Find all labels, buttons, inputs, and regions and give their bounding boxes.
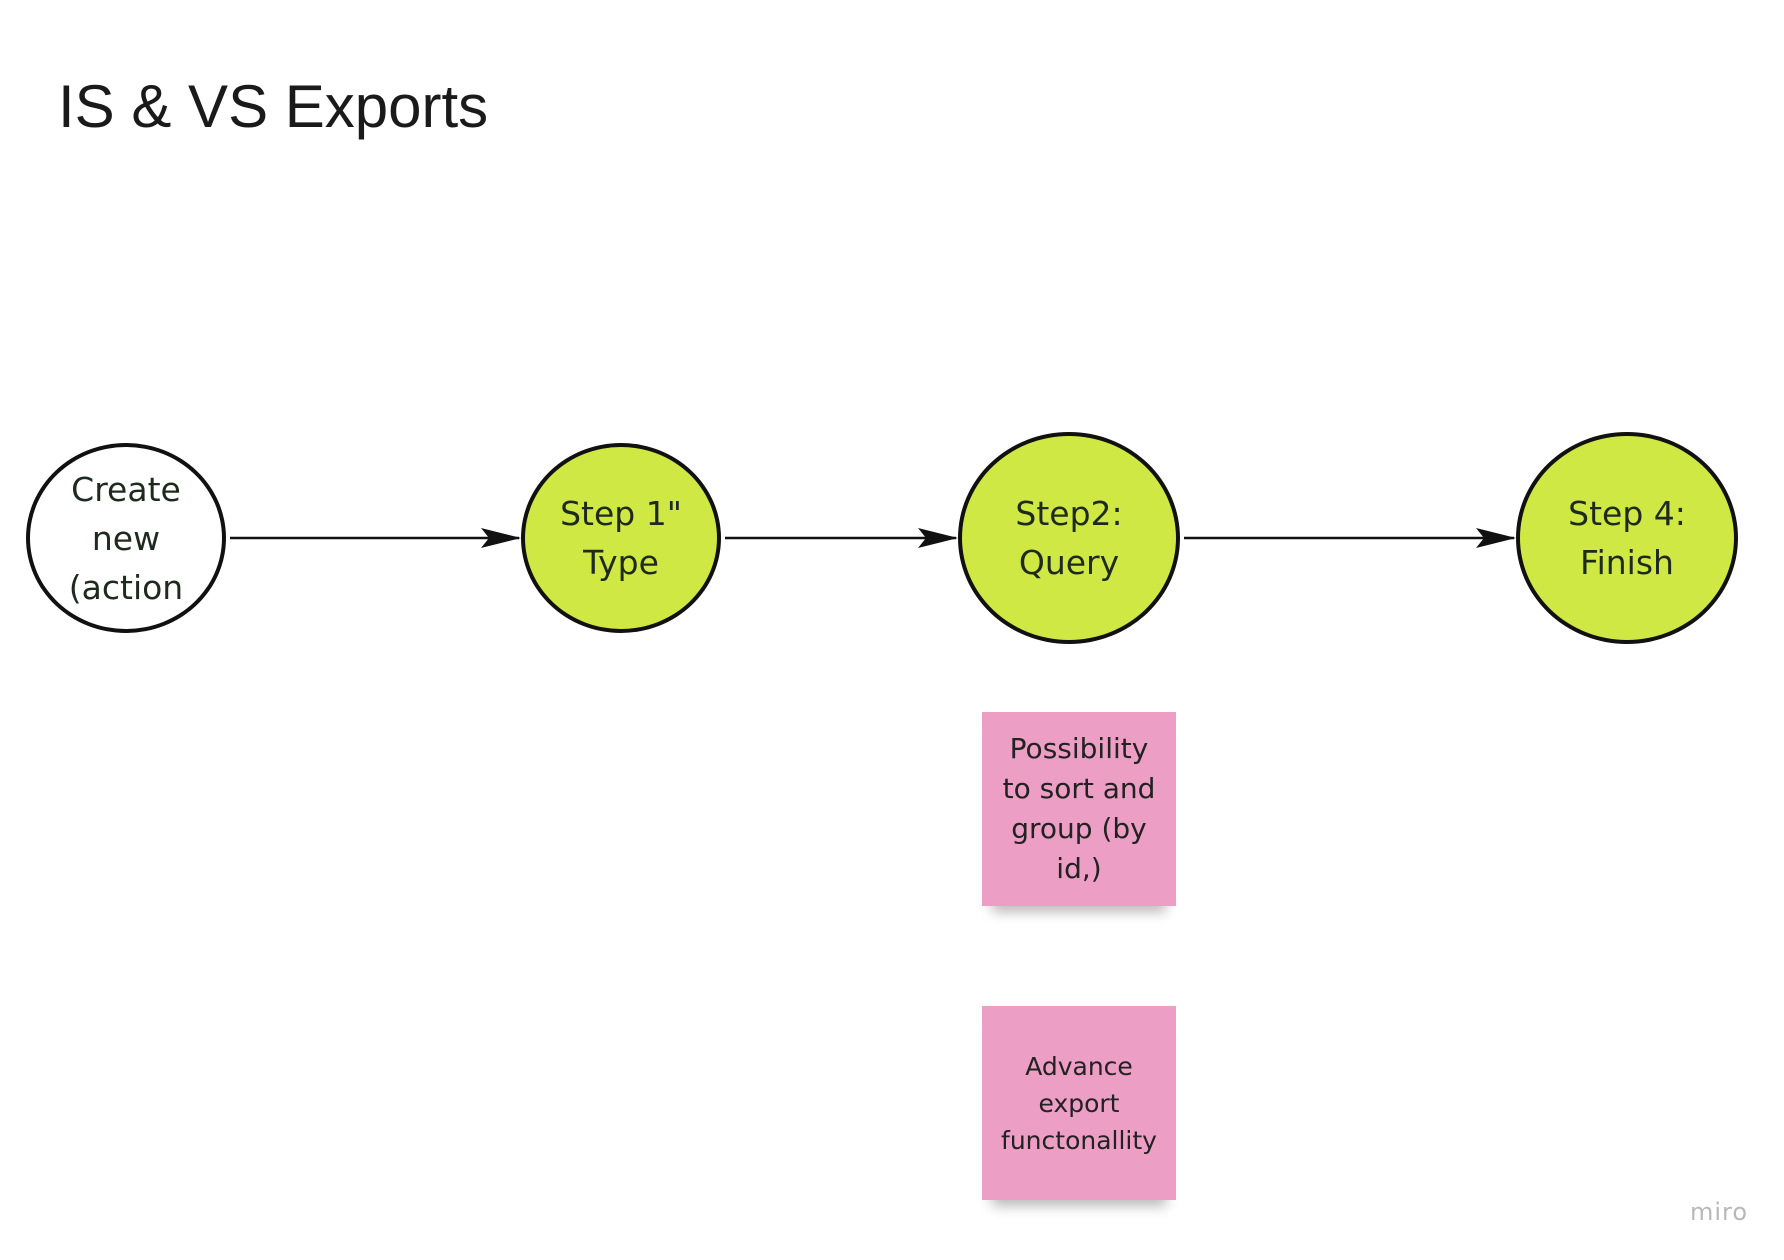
sticky-note-advance-export[interactable]: Advance export functonallity bbox=[982, 1006, 1176, 1200]
node-create-label: Create new (action bbox=[68, 469, 184, 607]
node-step1-type[interactable]: Step 1" Type bbox=[521, 443, 721, 633]
node-step4-label: Step 4: Finish bbox=[1568, 494, 1686, 582]
node-create-new-action[interactable]: Create new (action bbox=[26, 443, 226, 633]
board-title: IS & VS Exports bbox=[58, 73, 489, 140]
sticky-note-sort-group[interactable]: Possibility to sort and group (by id,) bbox=[982, 712, 1176, 906]
node-step2-query[interactable]: Step2: Query bbox=[958, 432, 1180, 644]
node-step1-label: Step 1" Type bbox=[560, 494, 682, 582]
sticky-note-sort-group-text: Possibility to sort and group (by id,) bbox=[1002, 732, 1156, 885]
node-step2-label: Step2: Query bbox=[1015, 494, 1123, 582]
node-step4-finish[interactable]: Step 4: Finish bbox=[1516, 432, 1738, 644]
miro-watermark: miro bbox=[1690, 1198, 1749, 1226]
sticky-note-advance-export-text: Advance export functonallity bbox=[1001, 1051, 1157, 1155]
